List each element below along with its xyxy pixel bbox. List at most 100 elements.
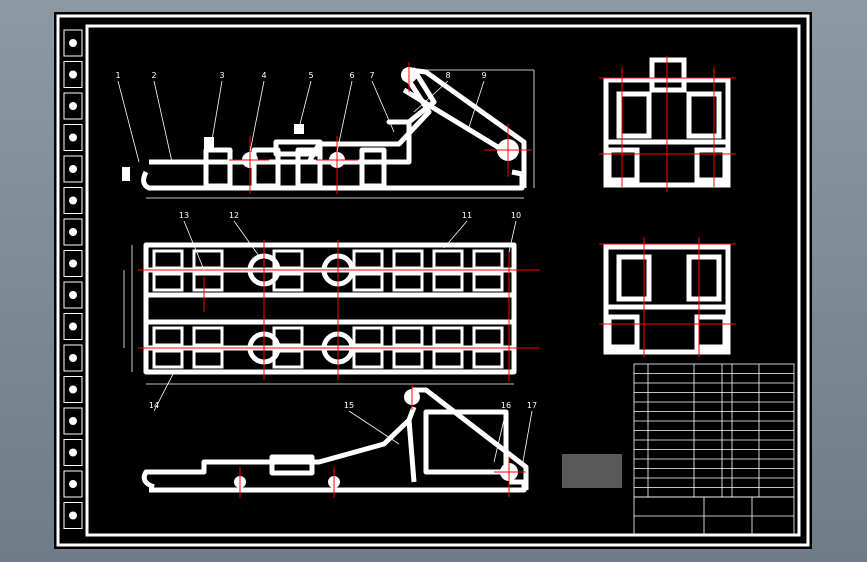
dimension-lines-top: [146, 69, 535, 199]
leader-line: [117, 80, 140, 163]
parts-list: [633, 363, 795, 535]
cell-outline: [152, 349, 184, 369]
cell-outline: [472, 349, 504, 369]
callout-number: 10: [511, 211, 521, 220]
zone-mark-icon: [69, 385, 77, 394]
leader-line: [443, 220, 468, 249]
callout-number: 11: [462, 211, 472, 220]
cell-outline: [192, 326, 224, 347]
zone-mark-icon: [69, 448, 77, 457]
leader-line: [153, 80, 173, 163]
zone-1: [63, 29, 83, 57]
end-view-b: [603, 244, 731, 355]
zone-2: [63, 61, 83, 88]
inner-border: [85, 24, 801, 537]
cell-outline: [392, 249, 424, 270]
callout-number: 8: [445, 71, 450, 80]
zone-mark-icon: [69, 480, 77, 488]
leader-line: [413, 80, 449, 113]
center-lines-end-b: [599, 237, 736, 357]
zone-mark-icon: [69, 196, 77, 205]
technical-notes: [562, 454, 622, 488]
leader-line: [521, 410, 533, 468]
zone-10: [63, 313, 83, 340]
cell-outline: [192, 272, 224, 292]
zone-3: [63, 92, 83, 120]
cell-outline: [472, 326, 504, 347]
zone-5: [63, 155, 83, 183]
cell-outline: [392, 349, 424, 369]
zone-9: [63, 281, 83, 309]
callout-number: 9: [481, 71, 486, 80]
leader-line: [468, 80, 485, 128]
leader-line: [336, 80, 353, 153]
cell-outline: [352, 349, 384, 369]
callout-number: 5: [308, 71, 313, 80]
cell-outline: [392, 272, 424, 292]
zone-14: [63, 439, 83, 466]
center-lines-end-a: [599, 56, 736, 192]
top-side-view: [141, 67, 527, 191]
callout-number: 2: [151, 71, 156, 80]
lower-section-view: [141, 387, 529, 493]
cell-outline: [432, 249, 464, 270]
zone-strip: [63, 29, 83, 529]
center-lines-mid: [138, 240, 540, 382]
leader-line: [183, 220, 205, 271]
callout-number: 14: [149, 401, 159, 410]
zone-4: [63, 124, 83, 151]
zone-mark-icon: [69, 354, 77, 362]
leader-line: [298, 80, 312, 129]
zone-16: [63, 502, 83, 529]
zone-7: [63, 218, 83, 246]
callout-number: 16: [501, 401, 511, 410]
bracket: [204, 137, 214, 151]
leader-line: [211, 80, 223, 141]
dimension-lines-mid: [123, 245, 514, 385]
zone-mark-icon: [69, 39, 77, 47]
callout-number: 4: [261, 71, 266, 80]
zone-mark-icon: [69, 228, 77, 236]
cell-outline: [432, 326, 464, 347]
cell-outline: [432, 349, 464, 369]
zone-mark-icon: [69, 133, 77, 142]
cell-outline: [472, 272, 504, 292]
callout-number: 3: [219, 71, 224, 80]
callout-number: 1: [115, 71, 120, 80]
zone-mark-icon: [69, 259, 77, 268]
cell-outline: [432, 272, 464, 292]
zone-11: [63, 344, 83, 372]
zone-8: [63, 250, 83, 277]
zone-13: [63, 407, 83, 435]
cell-outline: [352, 249, 384, 270]
cell-outline: [352, 326, 384, 347]
cell-outline: [152, 326, 184, 347]
zone-12: [63, 376, 83, 403]
leader-line: [233, 220, 260, 257]
center-lines-low: [239, 384, 526, 498]
plan-cells: [152, 249, 504, 369]
leader-line: [249, 80, 265, 153]
zone-15: [63, 470, 83, 498]
cell-outline: [192, 349, 224, 369]
leader-line: [508, 220, 517, 253]
callout-number: 17: [527, 401, 537, 410]
leader-line: [371, 80, 395, 133]
cell-outline: [192, 249, 224, 270]
zone-mark-icon: [69, 417, 77, 425]
callout-number: 15: [344, 401, 354, 410]
zone-mark-icon: [69, 165, 77, 173]
cell-outline: [392, 326, 424, 347]
zone-mark-icon: [69, 511, 77, 520]
zone-mark-icon: [69, 322, 77, 331]
zone-mark-icon: [69, 70, 77, 79]
callout-number: 13: [179, 211, 189, 220]
cell-outline: [472, 249, 504, 270]
leader-line: [153, 371, 175, 412]
callout-number: 6: [349, 71, 354, 80]
bracket: [294, 124, 304, 134]
zone-mark-icon: [69, 291, 77, 299]
